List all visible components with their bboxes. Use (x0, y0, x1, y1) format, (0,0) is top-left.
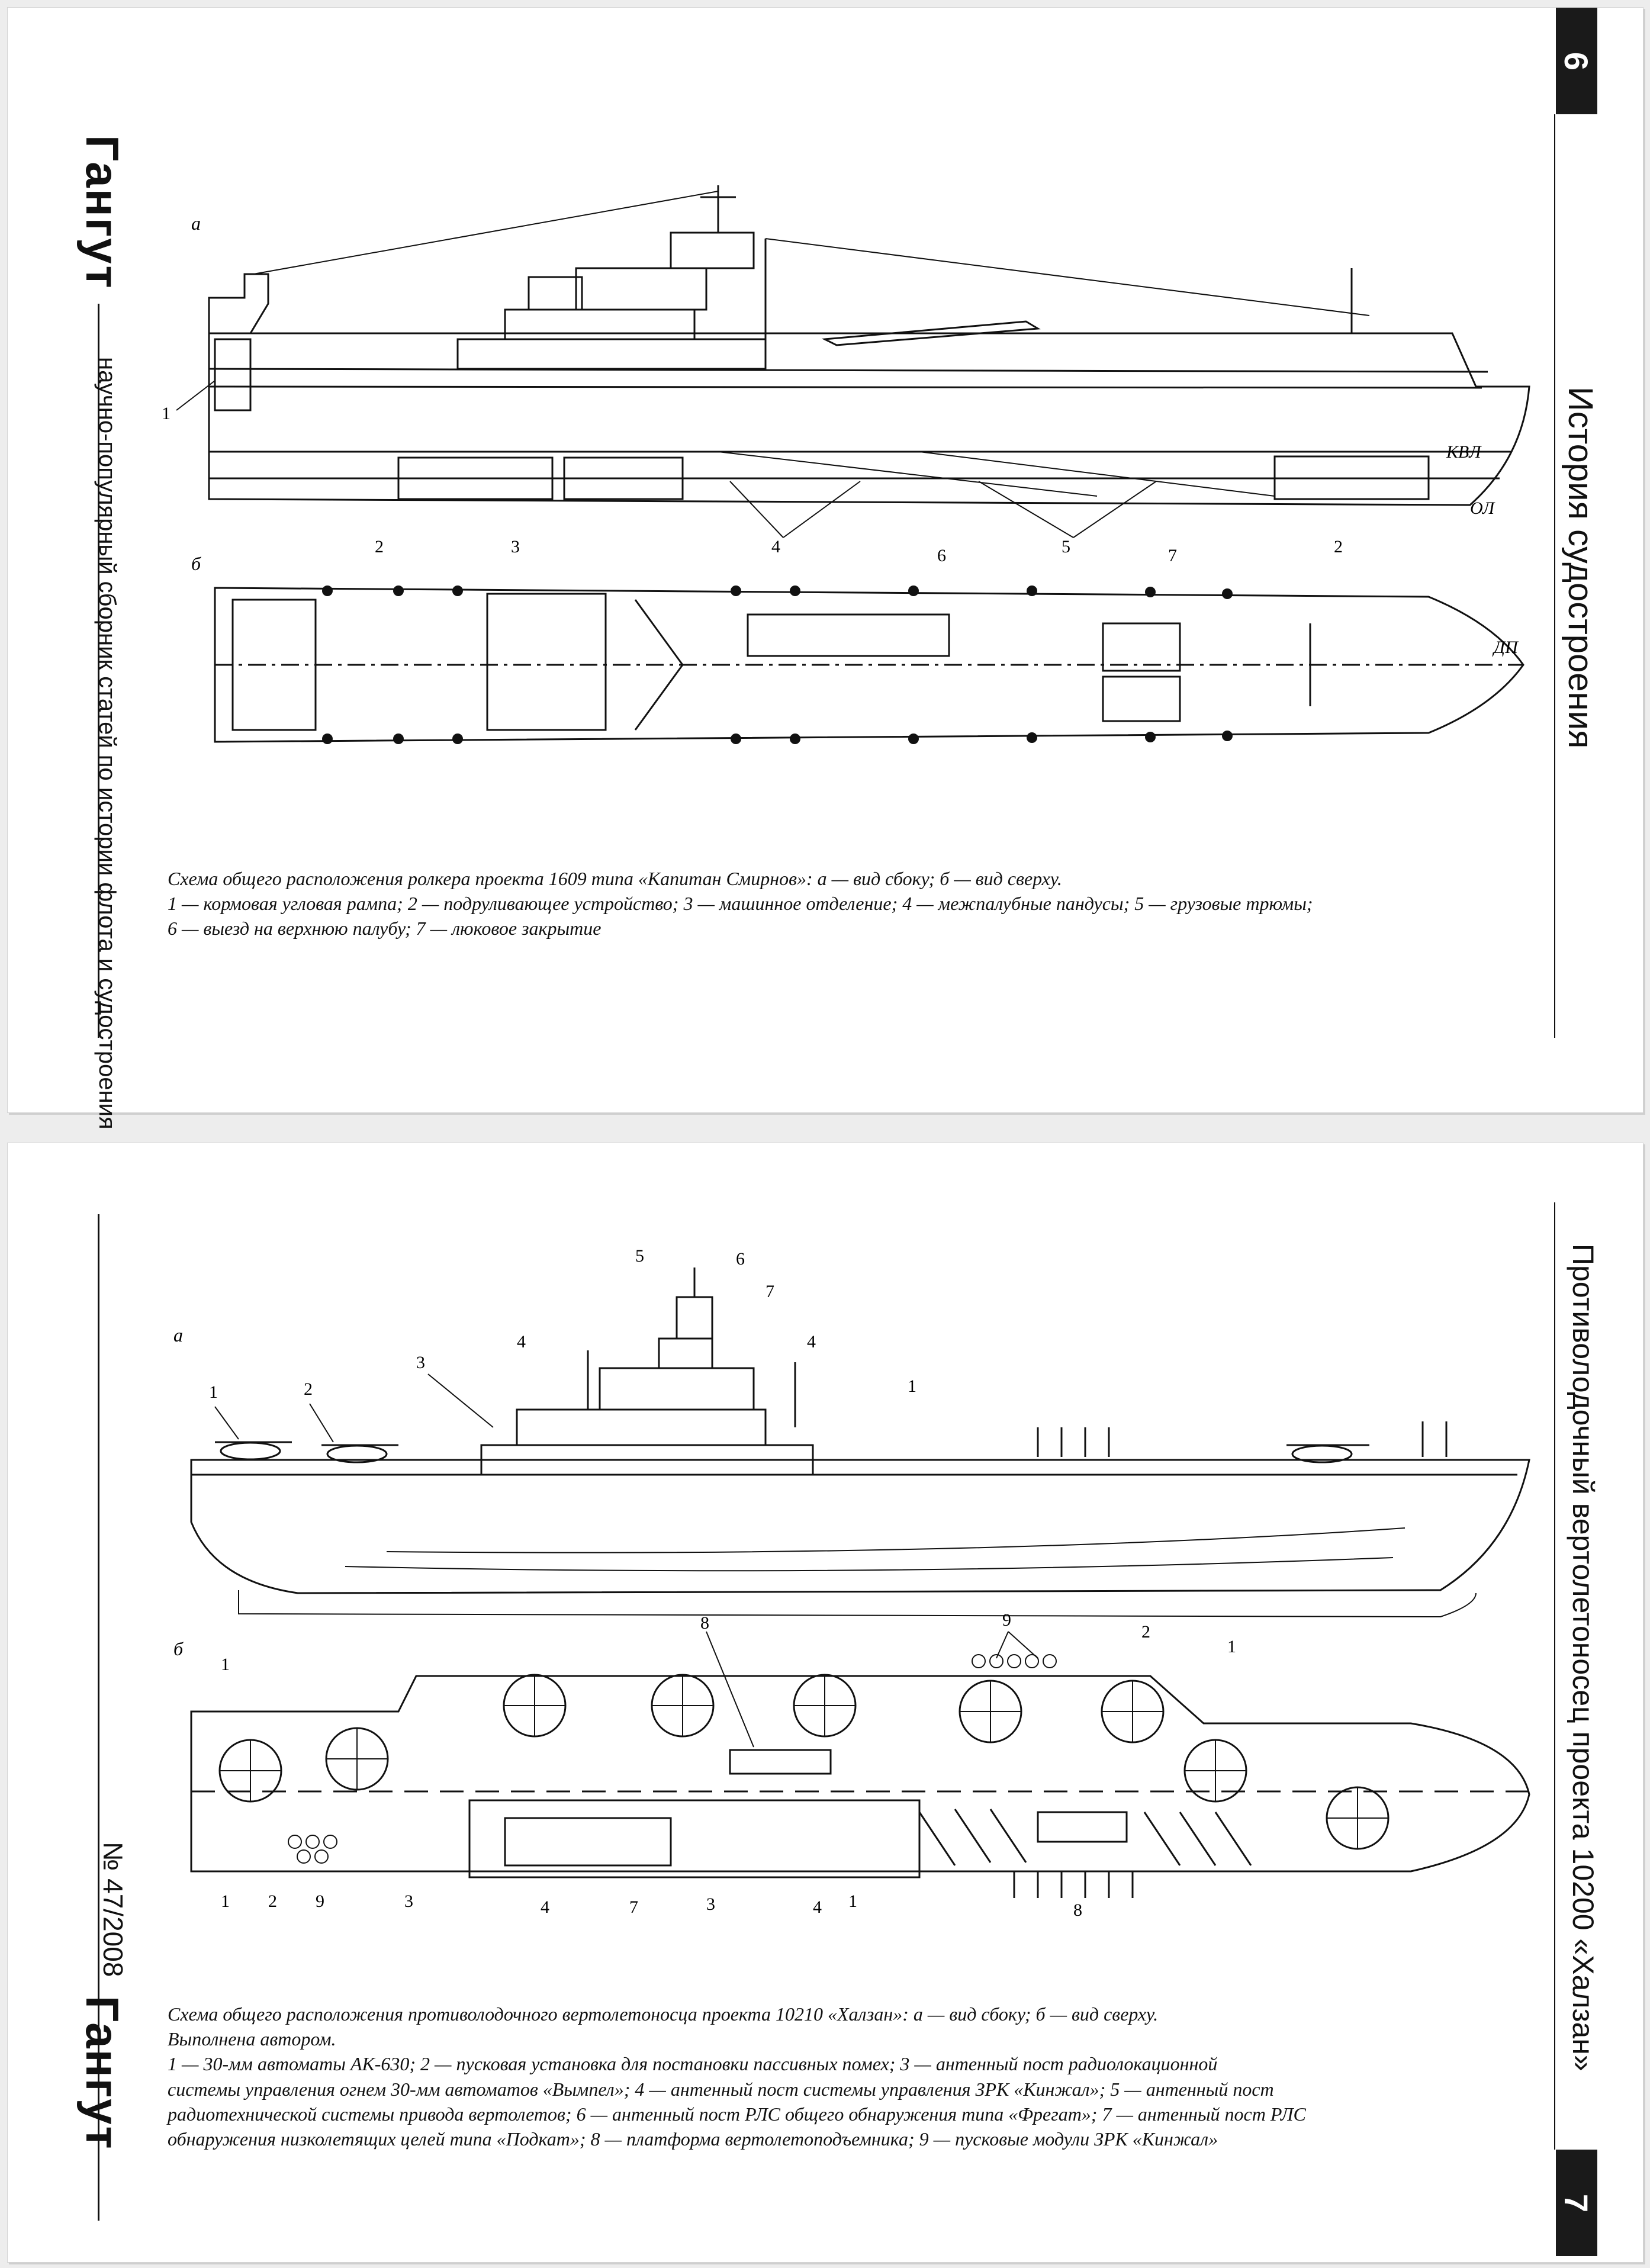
right-rule (1554, 114, 1555, 1038)
callout: 1 (162, 404, 171, 423)
callout: 1 (848, 1891, 857, 1911)
callout: 4 (771, 537, 780, 556)
callout: 6 (937, 546, 946, 565)
callout: 3 (416, 1353, 425, 1372)
caption-line: обнаружения низколетящих целей типа «Под… (168, 2128, 1218, 2150)
view-b-label: б (191, 553, 201, 574)
callout: 9 (316, 1891, 324, 1911)
caption-line: радиотехнической системы привода вертоле… (168, 2103, 1306, 2125)
callout: 2 (268, 1891, 277, 1911)
callout: 3 (706, 1894, 715, 1914)
section-title: История судостроения (1561, 387, 1600, 749)
callout: 1 (209, 1382, 218, 1402)
rolker-drawing: а б 1 2 3 4 5 2 6 7 КВЛ ОЛ ДП (162, 185, 1530, 744)
spine-text: научно-популярный сборник статей по исто… (94, 357, 120, 1130)
caption-line: 1 — кормовая угловая рампа; 2 — подрулив… (168, 893, 1313, 915)
issue-number: № 47/2008 (98, 1842, 128, 1977)
callout: 1 (1227, 1637, 1236, 1656)
callout: 5 (1062, 537, 1070, 556)
callout: 2 (375, 537, 384, 556)
caption-line: 1 — 30-мм автоматы АК-630; 2 — пусковая … (168, 2053, 1218, 2075)
callout: 1 (221, 1891, 230, 1911)
callout: 2 (1334, 537, 1343, 556)
callout: 1 (908, 1376, 916, 1396)
callout: 3 (404, 1891, 413, 1911)
callout: 3 (511, 537, 520, 556)
caption-line: системы управления огнем 30-мм автоматов… (168, 2078, 1274, 2100)
callout: 6 (736, 1250, 745, 1269)
callout: 4 (807, 1332, 816, 1352)
caption-title: Схема общего расположения противолодочно… (168, 2003, 1159, 2025)
page-7: № 47/2008 Гангут Противолодочный вертоле… (7, 1143, 1643, 2263)
right-rule (1554, 1202, 1555, 2150)
callout: 2 (1141, 1622, 1150, 1642)
view-a-label: а (191, 213, 201, 234)
page-number: 7 (1556, 2150, 1597, 2256)
callout: 8 (700, 1613, 709, 1633)
figure-caption: Схема общего расположения противолодочно… (168, 2002, 1529, 2151)
spine-rule (98, 304, 99, 1038)
caption-line: 6 — выезд на верхнюю палубу; 7 — люковое… (168, 918, 602, 940)
spine-rule (98, 1214, 99, 2221)
callout: 4 (517, 1332, 526, 1352)
view-b-label: б (173, 1638, 184, 1659)
journal-logo: Гангут (76, 1996, 128, 2150)
callout: 7 (766, 1282, 774, 1301)
journal-logo: Гангут (76, 135, 128, 289)
callout: 7 (1168, 546, 1177, 565)
callout: 7 (629, 1897, 638, 1917)
callout: 9 (1002, 1610, 1011, 1630)
callout: 4 (541, 1897, 549, 1917)
view-a-label: а (173, 1324, 183, 1346)
caption-author: Выполнена автором. (168, 2028, 336, 2050)
page-6: Гангут научно-популярный сборник статей … (7, 7, 1643, 1130)
waterline-label: КВЛ (1446, 442, 1482, 462)
callout: 5 (635, 1250, 644, 1266)
callout: 4 (813, 1897, 822, 1917)
centerline-label: ДП (1492, 638, 1519, 657)
callout: 2 (304, 1379, 313, 1399)
helicopter-carrier-drawing: а 1 2 3 4 5 6 7 4 1 б 1 1 2 9 3 4 7 3 4 … (173, 1250, 1530, 1920)
baseline-label: ОЛ (1470, 498, 1495, 518)
caption-title: Схема общего расположения ролкера проект… (168, 868, 1062, 889)
page-number: 6 (1556, 8, 1597, 114)
figure-caption: Схема общего расположения ролкера проект… (168, 866, 1529, 941)
callout: 1 (221, 1655, 230, 1674)
callout: 8 (1073, 1900, 1082, 1920)
section-title: Противолодочный вертолетоносец проекта 1… (1567, 1244, 1600, 2071)
